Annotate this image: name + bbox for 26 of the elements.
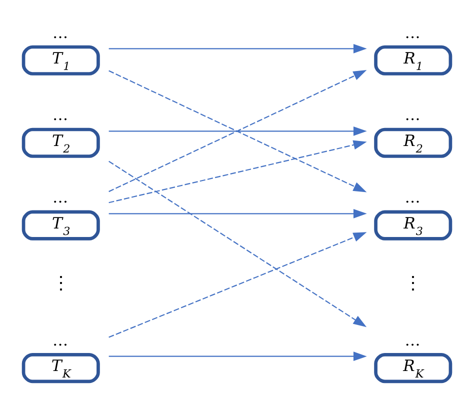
arrow	[108, 44, 367, 54]
node-box: T$_{3}$	[22, 210, 100, 240]
arrow	[108, 208, 367, 218]
node-label: …	[404, 331, 420, 350]
label: ⋮	[52, 273, 70, 294]
node-box: R$_{3}$	[374, 210, 452, 240]
node-box: T$_{K}$	[22, 352, 100, 384]
node-label: …	[52, 188, 68, 207]
arrow	[108, 140, 367, 204]
node-box: R$_{1}$	[374, 45, 452, 76]
node-label: …	[52, 331, 68, 350]
node-label: …	[404, 106, 420, 124]
arrow	[108, 160, 367, 328]
node-box: R$_{2}$	[374, 128, 452, 158]
arrow	[108, 232, 367, 338]
node-box: T$_{1}$	[22, 45, 100, 76]
node-label: …	[52, 24, 68, 42]
node-label: …	[404, 24, 420, 42]
arrow	[108, 70, 367, 192]
node-label: …	[404, 188, 420, 207]
node-box: T$_{2}$	[22, 128, 100, 158]
node-box: R$_{K}$	[374, 352, 452, 384]
label: ⋮	[404, 273, 422, 294]
arrow	[108, 352, 367, 362]
arrow	[108, 126, 367, 136]
node-label: …	[52, 106, 68, 124]
